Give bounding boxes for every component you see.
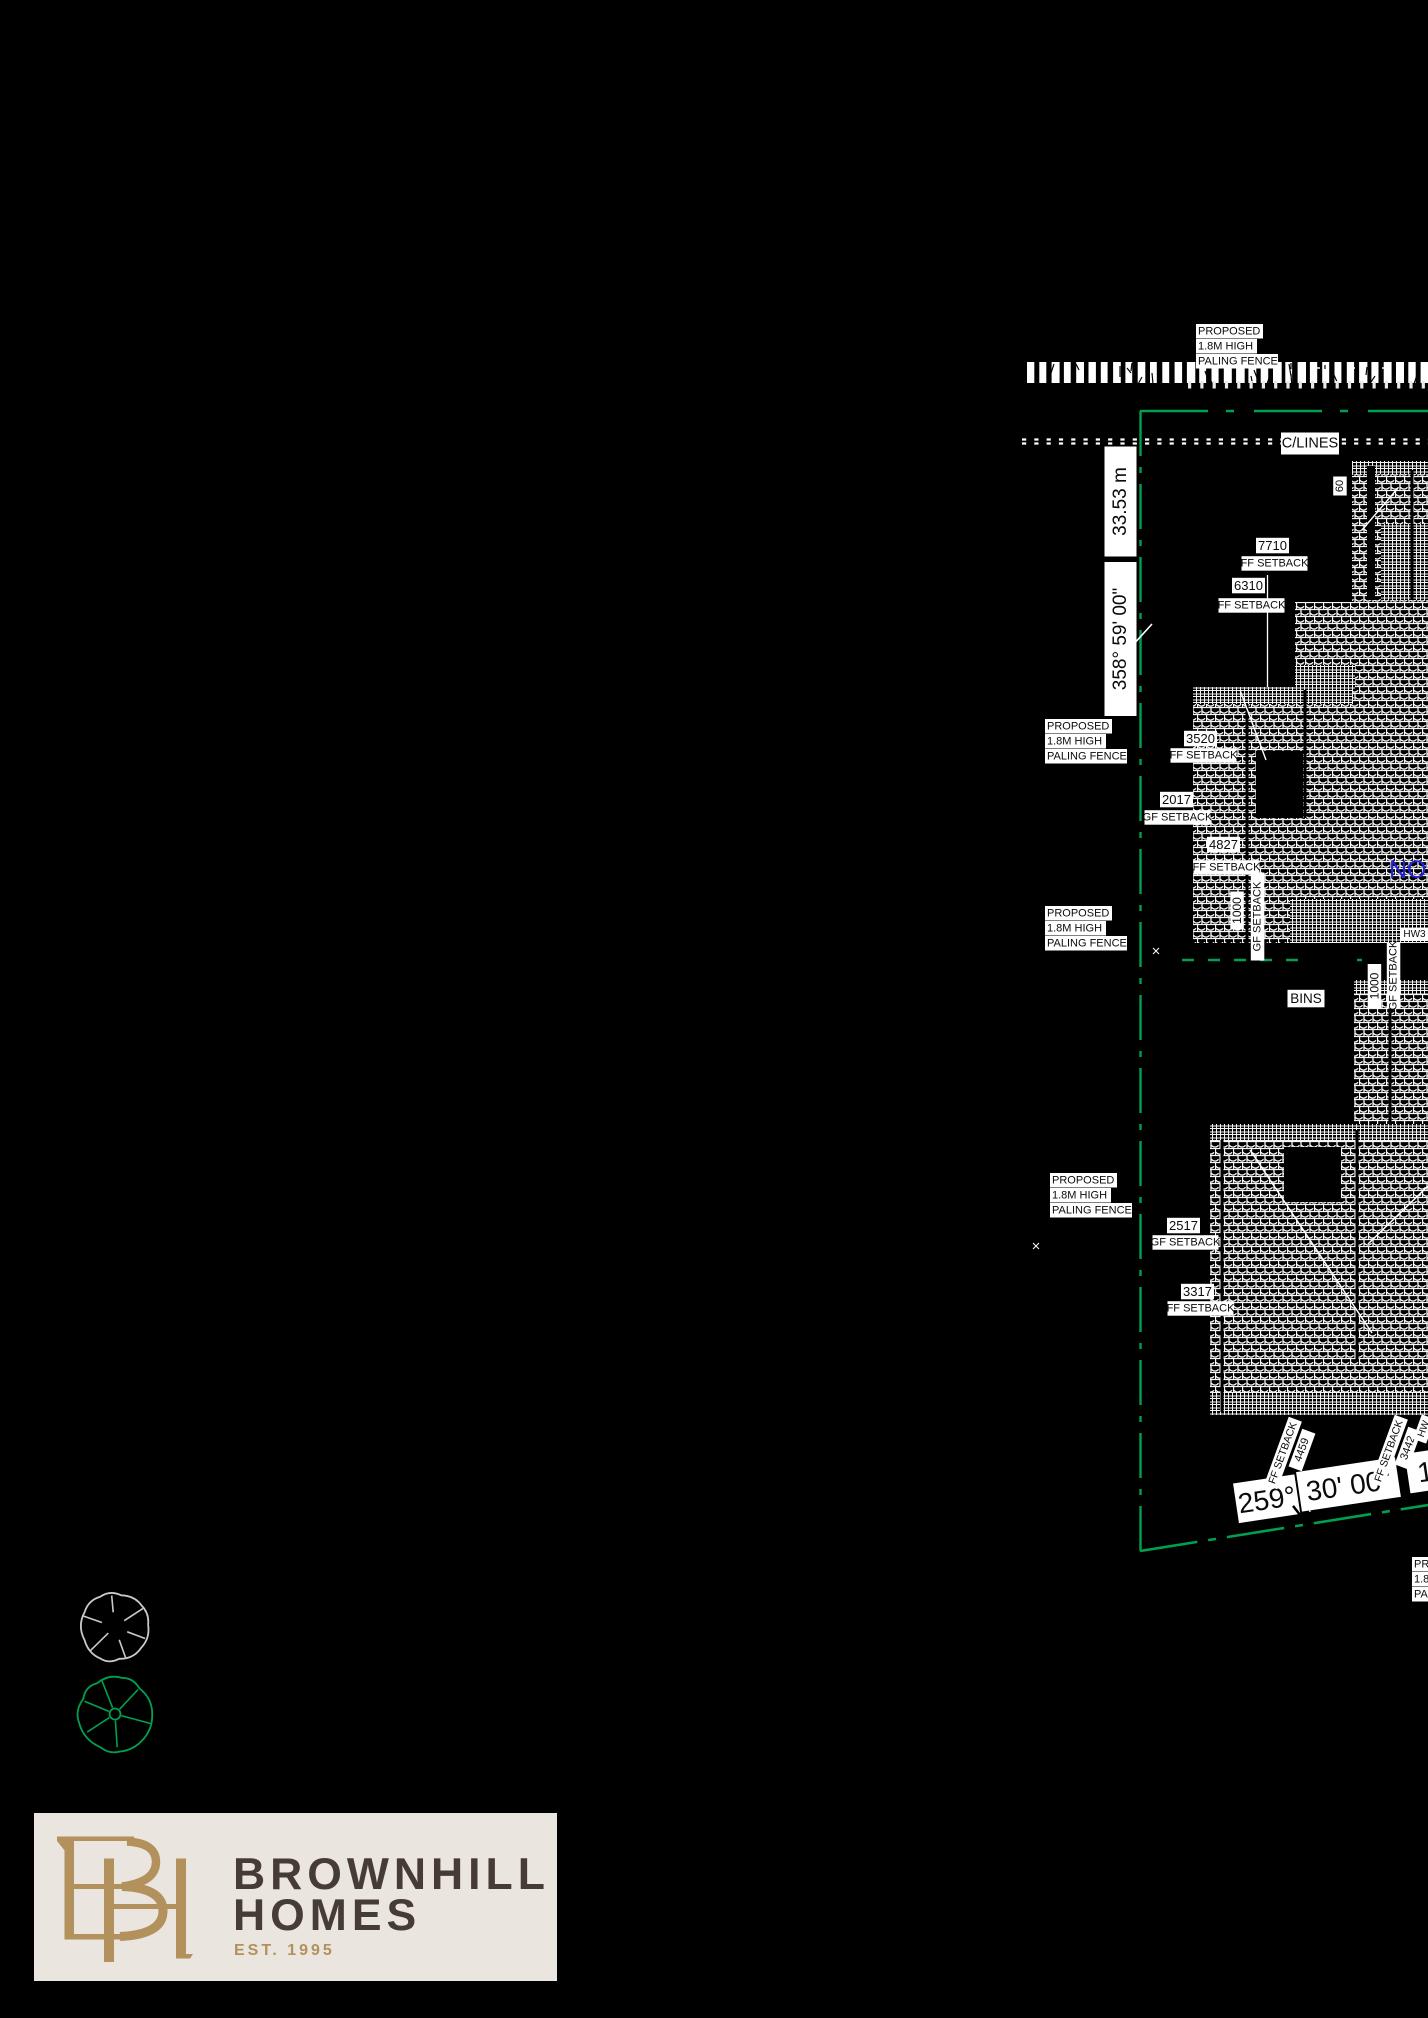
svg-text:33.53 m: 33.53 m (1110, 467, 1131, 536)
svg-text:7710: 7710 (1258, 538, 1287, 553)
svg-text:2517: 2517 (1169, 1218, 1198, 1233)
svg-text:1.8M HIGH: 1.8M HIGH (1047, 923, 1102, 935)
svg-text:PROPOSED: PROPOSED (1052, 1175, 1114, 1187)
svg-text:PROPOSED: PROPOSED (1198, 326, 1260, 338)
svg-text:1.8M HIGH: 1.8M HIGH (1052, 1190, 1107, 1202)
svg-text:PROPOSED: PROPOSED (1047, 908, 1109, 920)
svg-text:2017: 2017 (1162, 792, 1191, 807)
svg-text:GF SETBACK: GF SETBACK (1151, 1237, 1221, 1249)
svg-text:1.8M HIGH: 1.8M HIGH (1414, 1574, 1428, 1586)
svg-text:4827: 4827 (1209, 837, 1238, 852)
svg-text:NO.: NO. (1389, 856, 1428, 884)
svg-text:PROPOSED: PROPOSED (1047, 721, 1109, 733)
svg-text:18: 18 (1415, 1453, 1428, 1488)
svg-text:C/LINES: C/LINES (1282, 436, 1338, 452)
svg-text:PALING FENCE: PALING FENCE (1052, 1205, 1132, 1217)
svg-text:1.8M HIGH: 1.8M HIGH (1198, 341, 1253, 353)
svg-text:3520: 3520 (1186, 731, 1215, 746)
svg-text:BROWNHILL: BROWNHILL (233, 1850, 550, 1899)
svg-text:FF SETBACK: FF SETBACK (1218, 600, 1287, 612)
svg-text:60: 60 (1334, 480, 1346, 492)
svg-text:BINS: BINS (1290, 991, 1322, 1006)
svg-text:FF SETBACK: FF SETBACK (1193, 862, 1262, 874)
svg-text:6310: 6310 (1234, 578, 1263, 593)
svg-text:FF SETBACK: FF SETBACK (1167, 1303, 1236, 1315)
svg-text:HW3: HW3 (1403, 929, 1426, 940)
svg-text:3317: 3317 (1183, 1284, 1212, 1299)
svg-text:EST. 1995: EST. 1995 (234, 1942, 335, 1959)
svg-text:GF SETBACK: GF SETBACK (1252, 881, 1264, 951)
svg-text:HOMES: HOMES (233, 1891, 421, 1940)
svg-text:GF SETBACK: GF SETBACK (1388, 940, 1400, 1010)
svg-text:1000: 1000 (1230, 897, 1244, 924)
svg-text:PALING FENCE: PALING FENCE (1414, 1589, 1428, 1601)
svg-text:PALING FENCE: PALING FENCE (1198, 356, 1278, 368)
svg-text:GF SETBACK: GF SETBACK (1143, 812, 1213, 824)
svg-text:1000: 1000 (1368, 972, 1382, 999)
svg-text:358° 59' 00": 358° 59' 00" (1110, 588, 1131, 691)
svg-text:PALING FENCE: PALING FENCE (1047, 751, 1127, 763)
svg-text:1.8M HIGH: 1.8M HIGH (1047, 736, 1102, 748)
svg-text:PROPOSED: PROPOSED (1414, 1559, 1428, 1571)
svg-text:PALING FENCE: PALING FENCE (1047, 938, 1127, 950)
svg-text:FF SETBACK: FF SETBACK (1170, 750, 1239, 762)
svg-text:FF SETBACK: FF SETBACK (1241, 558, 1310, 570)
